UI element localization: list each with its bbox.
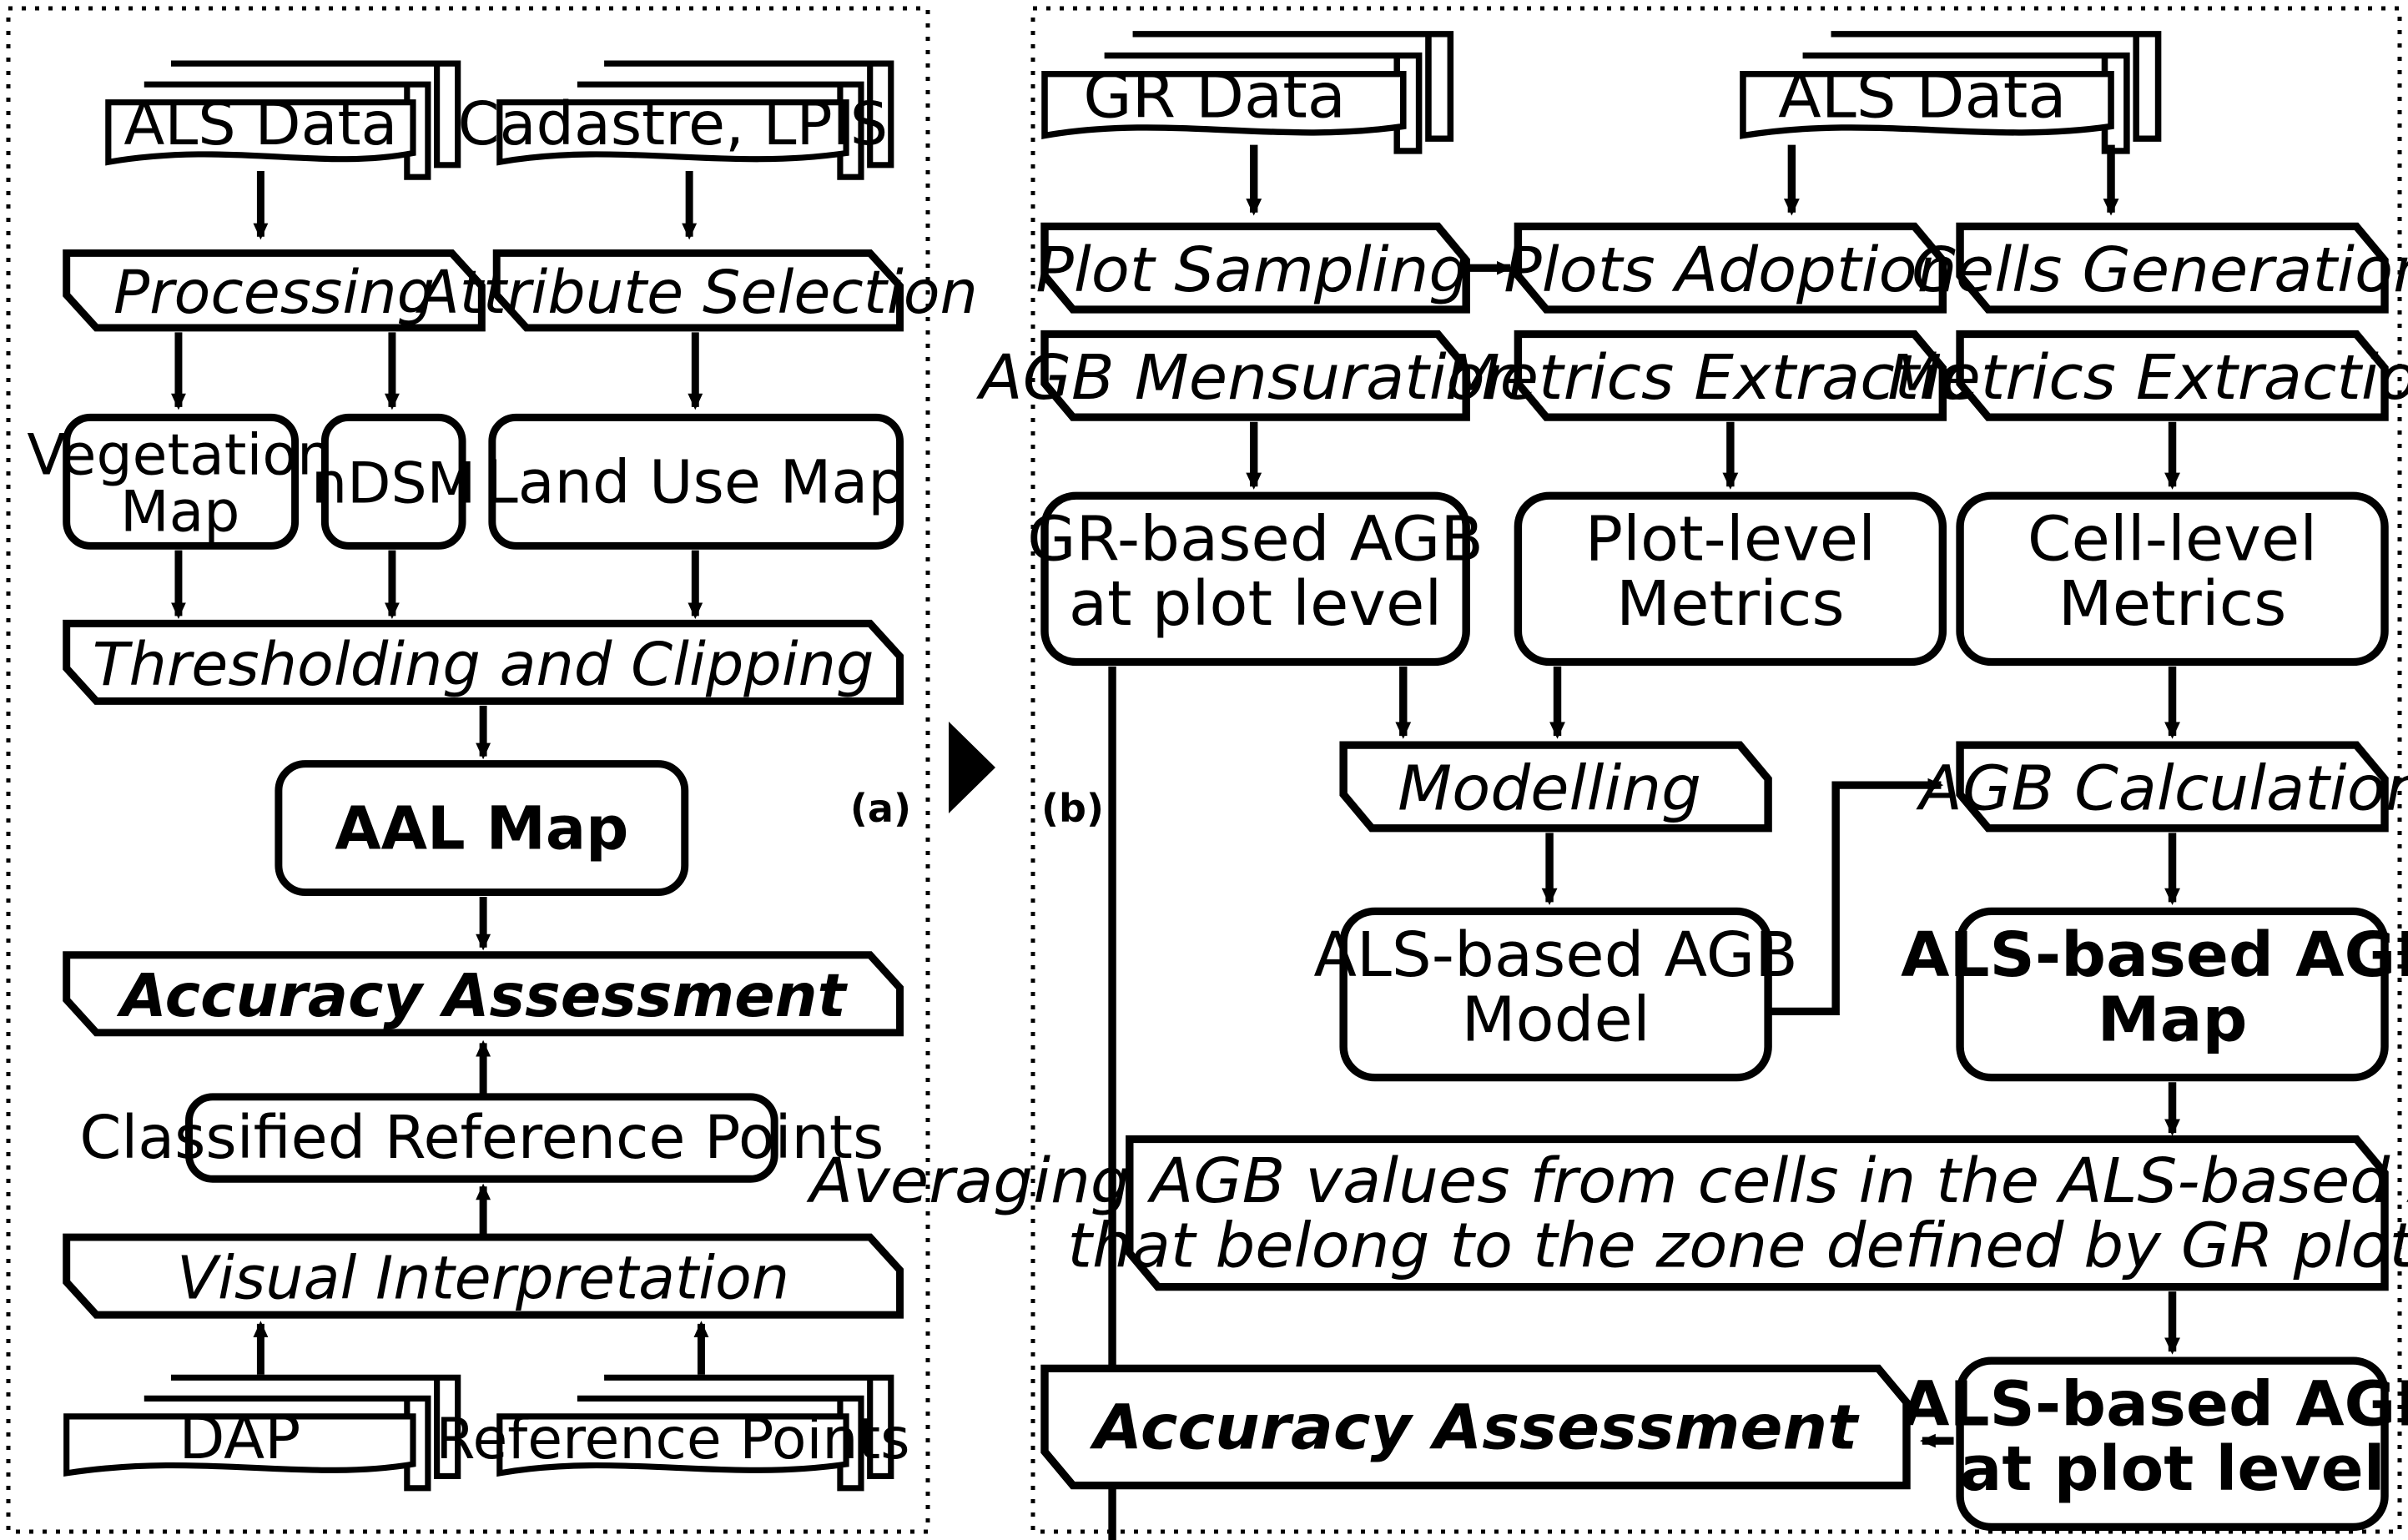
node-classified-reference-points-label: Classified Reference Points	[79, 1103, 884, 1172]
node-visual-interpretation-label: Visual Interpretation	[177, 1243, 789, 1312]
node-attribute-selection: Attribute Selection	[416, 249, 978, 332]
node-metrics-extraction-1: Metrics Extraction	[1446, 330, 2015, 421]
node-metrics-extraction-2-label: Metrics Extraction	[1887, 342, 2408, 414]
node-als-data-label: ALS Data	[123, 89, 397, 159]
node-cadastre-lpis-label: Cadastre, LPIS	[458, 89, 889, 159]
node-thresholding-clipping: Thresholding and Clipping	[63, 619, 904, 705]
node-attribute-selection-label: Attribute Selection	[416, 258, 978, 327]
node-plots-adoption: Plots Adoption	[1504, 222, 1957, 314]
node-als-agb-model-label-line1: ALS-based AGB	[1313, 919, 1798, 991]
node-als-agb-map: ALS-based AGB Map	[1901, 907, 2408, 1082]
node-ndsm-label: nDSM	[311, 450, 476, 516]
node-aal-map: AAL Map	[275, 760, 689, 897]
node-plot-level-metrics: Plot-level Metrics	[1514, 491, 1947, 667]
node-gr-data-label: GR Data	[1083, 60, 1346, 132]
node-als-data: ALS Data	[105, 60, 461, 180]
node-accuracy-assessment-a-label: Accuracy Assessment	[116, 961, 848, 1030]
node-als-agb-map-label-line2: Map	[2098, 984, 2248, 1055]
node-modelling: Modelling	[1339, 741, 1772, 833]
node-plot-sampling: Plot Sampling	[1035, 222, 1470, 314]
node-plots-adoption-label: Plots Adoption	[1504, 234, 1957, 306]
node-cells-generation: Cells Generation	[1912, 222, 2408, 314]
edge-alsagbmodel-to-agbcalc	[1768, 778, 1944, 1015]
node-processing-label: Processing	[113, 258, 435, 327]
node-als-agb-map-label-line1: ALS-based AGB	[1901, 919, 2408, 991]
node-agb-mensuration: AGB Mensuration	[976, 330, 1525, 421]
node-reference-points: Reference Points	[436, 1374, 910, 1492]
node-als-agb-plot-level: ALS-based AGB at plot level	[1901, 1356, 2408, 1532]
node-cell-level-metrics: Cell-level Metrics	[1956, 491, 2389, 667]
node-processing: Processing	[63, 249, 486, 332]
node-metrics-extraction-1-label: Metrics Extraction	[1446, 342, 2015, 414]
node-aal-map-label: AAL Map	[335, 794, 628, 863]
node-plot-level-metrics-label-line2: Metrics	[1616, 568, 1845, 640]
panel-b-border	[1030, 6, 2402, 1534]
node-cadastre-lpis: Cadastre, LPIS	[458, 60, 894, 180]
node-accuracy-assessment-b-label: Accuracy Assessment	[1090, 1392, 1860, 1463]
node-dap: DAP	[63, 1374, 461, 1492]
node-cell-level-metrics-label-line1: Cell-level	[2028, 503, 2317, 575]
node-als-data-b: ALS Data	[1740, 31, 2162, 154]
panel-b-caption: (b)	[1041, 786, 1104, 831]
node-gr-based-agb-label-line1: GR-based AGB	[1027, 503, 1484, 575]
node-visual-interpretation: Visual Interpretation	[63, 1233, 904, 1319]
node-land-use-map-label: Land Use Map	[485, 447, 906, 516]
node-reference-points-label: Reference Points	[436, 1407, 909, 1472]
node-averaging-agb-label-line2: that belong to the zone defined by GR pl…	[1067, 1210, 2408, 1281]
panel-a-content: ALS Data Cadastre, LPIS Processing Attri…	[27, 60, 978, 1492]
node-accuracy-assessment-b: Accuracy Assessment	[1040, 1364, 1911, 1490]
node-metrics-extraction-2: Metrics Extraction	[1887, 330, 2408, 421]
node-averaging-agb: Averaging AGB values from cells in the A…	[806, 1135, 2408, 1291]
node-cell-level-metrics-label-line2: Metrics	[2058, 568, 2287, 640]
panel-transition-triangle-icon	[949, 722, 995, 813]
node-vegetation-map-label-line1: Vegetation	[27, 422, 333, 488]
node-cells-generation-label: Cells Generation	[1912, 234, 2408, 306]
node-dap-label: DAP	[179, 1403, 300, 1472]
node-als-data-b-label: ALS Data	[1778, 60, 2066, 132]
panel-b-content: GR Data ALS Data Plot Sampling Plots Ado…	[806, 31, 2408, 1540]
node-vegetation-map-label-line2: Map	[120, 479, 240, 545]
panel-a-caption: (a)	[850, 786, 911, 831]
node-averaging-agb-label-line1: Averaging AGB values from cells in the A…	[806, 1145, 2408, 1217]
node-als-agb-model: ALS-based AGB Model	[1313, 907, 1798, 1082]
node-gr-based-agb: GR-based AGB at plot level	[1027, 491, 1484, 667]
node-agb-calculation-label: AGB Calculation	[1916, 752, 2408, 824]
node-agb-calculation: AGB Calculation	[1916, 741, 2408, 833]
node-agb-mensuration-label: AGB Mensuration	[976, 342, 1525, 414]
node-gr-data: GR Data	[1041, 31, 1454, 154]
node-accuracy-assessment-a: Accuracy Assessment	[63, 951, 904, 1037]
node-als-agb-model-label-line2: Model	[1461, 984, 1650, 1055]
node-plot-sampling-label: Plot Sampling	[1035, 234, 1468, 306]
node-als-agb-plot-level-label-line1: ALS-based AGB	[1901, 1368, 2408, 1440]
node-thresholding-clipping-label: Thresholding and Clipping	[93, 630, 874, 699]
node-plot-level-metrics-label-line1: Plot-level	[1585, 503, 1877, 575]
node-als-agb-plot-level-label-line2: at plot level	[1959, 1433, 2385, 1505]
node-vegetation-map: Vegetation Map	[27, 413, 333, 550]
node-modelling-label: Modelling	[1398, 752, 1701, 824]
node-ndsm: nDSM	[311, 413, 476, 550]
node-land-use-map: Land Use Map	[485, 413, 906, 550]
node-classified-reference-points: Classified Reference Points	[79, 1093, 884, 1183]
node-gr-based-agb-label-line2: at plot level	[1069, 568, 1442, 640]
